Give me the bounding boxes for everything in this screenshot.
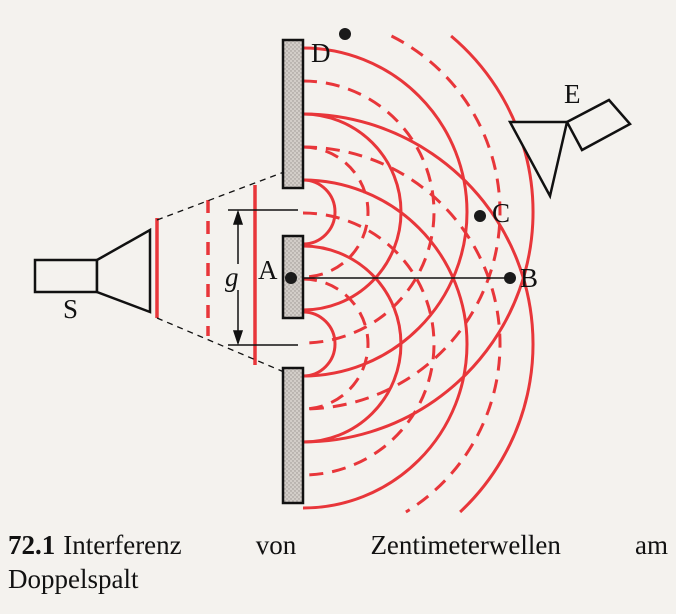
barrier-top	[281, 38, 305, 190]
point-c	[474, 210, 486, 222]
measurement-points	[285, 28, 516, 284]
label-c: C	[492, 198, 510, 228]
label-b: B	[520, 263, 538, 293]
point-b	[504, 272, 516, 284]
caption-line-2: Doppelspalt	[8, 564, 139, 594]
wave-crest-arc	[302, 34, 535, 444]
wave-trough-arc	[302, 34, 502, 411]
interference-wavefronts	[302, 34, 535, 514]
transmitter-horn-icon	[33, 227, 152, 314]
caption-line-1: Interferenz von Zentimeterwellen am	[63, 530, 668, 560]
wave-crest-arc	[302, 112, 535, 514]
wave-crest-arc	[302, 310, 337, 378]
wave-trough-arc	[302, 79, 436, 345]
wave-trough-arc	[302, 145, 502, 514]
wave-crest-arc	[302, 178, 337, 246]
wave-crest-arc	[302, 178, 469, 510]
slit-spacing-marker	[228, 209, 298, 346]
incident-wavefronts	[155, 185, 257, 365]
label-d: D	[311, 38, 331, 68]
wave-crest-arc	[302, 46, 469, 378]
wave-trough-arc	[302, 211, 436, 477]
label-e: E	[564, 79, 581, 109]
beam-outline	[156, 171, 285, 373]
point-a	[285, 272, 297, 284]
wave-crest-arc	[302, 244, 403, 444]
label-s: S	[63, 294, 78, 324]
wave-trough-arc	[302, 277, 370, 411]
label-a: A	[258, 255, 278, 285]
point-d	[339, 28, 351, 40]
figure-number: 72.1	[8, 530, 56, 560]
label-g: g	[225, 262, 239, 292]
wave-crest-arc	[302, 112, 403, 312]
wave-trough-arc	[302, 145, 370, 279]
barrier-bottom	[281, 366, 305, 505]
receiver-horn-icon	[507, 98, 632, 200]
